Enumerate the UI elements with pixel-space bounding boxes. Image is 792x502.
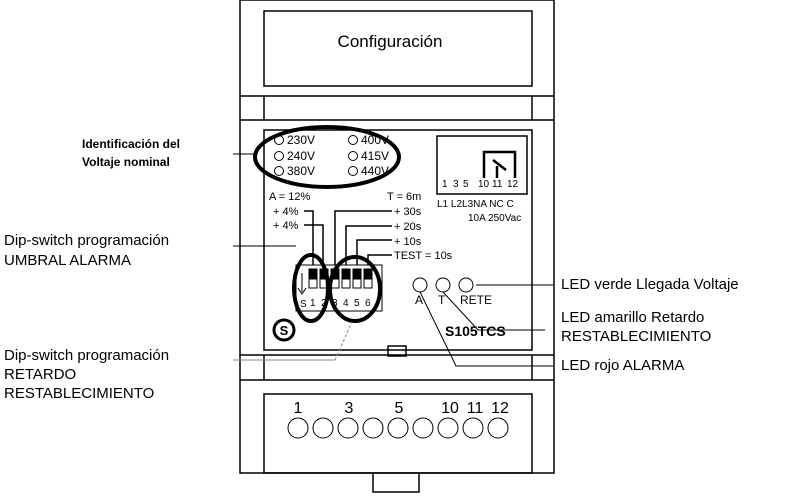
led-green-annotation: LED verde Llegada Voltaje xyxy=(561,276,739,293)
alarm-step-label: + 4% xyxy=(273,220,299,232)
delay-dip-highlight xyxy=(328,255,382,323)
config-title: Configuración xyxy=(338,32,443,51)
voltage-label: 380V xyxy=(287,164,315,178)
relay-pin: 12 xyxy=(507,179,519,190)
terminal-number: 11 xyxy=(467,400,484,417)
relay-pin: 1 xyxy=(442,179,448,190)
time-step-label: + 10s xyxy=(394,236,422,248)
logo-letter: S xyxy=(280,323,289,338)
dip-number: 3 xyxy=(332,298,338,309)
relay-pin: 11 xyxy=(492,179,503,190)
time-step-label: + 30s xyxy=(394,206,422,218)
led-green-voltage xyxy=(458,277,474,293)
dip-number: 1 xyxy=(310,298,316,309)
terminal-number: 3 xyxy=(345,400,354,417)
led-yellow-annotation: LED amarillo Retardo xyxy=(561,309,704,326)
dip-number: 6 xyxy=(365,298,371,309)
voltage-led-icon xyxy=(274,166,284,176)
dip-delay-annotation: RESTABLECIMIENTO xyxy=(4,385,154,402)
terminal-screws xyxy=(287,417,509,439)
voltage-id-annotation: Identificación del xyxy=(82,137,180,151)
terminal-number: 10 xyxy=(441,400,459,417)
led-red-alarm xyxy=(412,277,428,293)
led-label: T xyxy=(438,293,446,307)
relay-terminal-labels: L1 L2L3NA NC C xyxy=(437,199,514,210)
relay-pin: 10 xyxy=(478,179,490,190)
time-test-label: TEST = 10s xyxy=(394,250,453,262)
led-red-annotation: LED rojo ALARMA xyxy=(561,357,684,374)
led-yellow-delay xyxy=(435,277,451,293)
led-label: A xyxy=(415,293,423,307)
time-step-label: + 20s xyxy=(394,221,422,233)
voltage-led-icon xyxy=(348,166,358,176)
brand-logo-icon xyxy=(272,318,296,342)
voltage-led-icon xyxy=(348,151,358,161)
led-label: RETE xyxy=(460,293,492,307)
voltage-label: 440V xyxy=(361,164,389,178)
time-base-label: T = 6m xyxy=(387,191,421,203)
dip-alarm-annotation: UMBRAL ALARMA xyxy=(4,252,131,269)
arrow-down-icon xyxy=(297,273,307,295)
terminal-number: 5 xyxy=(395,400,404,417)
dip-delay-annotation: RETARDO xyxy=(4,366,76,383)
relay-pin: 5 xyxy=(463,179,469,190)
terminal-number: 12 xyxy=(491,400,509,417)
voltage-label: 230V xyxy=(287,133,315,147)
dip-delay-annotation: Dip-switch programación xyxy=(4,347,169,364)
alarm-step-label: + 4% xyxy=(273,206,299,218)
callout-lines xyxy=(233,153,553,367)
voltage-led-icon xyxy=(274,135,284,145)
dip-number: 5 xyxy=(354,298,360,309)
relay-pin: 3 xyxy=(453,179,459,190)
relay-rating: 10A 250Vac xyxy=(468,213,521,224)
voltage-label: 240V xyxy=(287,149,315,163)
terminal-block xyxy=(263,393,533,474)
din-clip xyxy=(372,473,420,493)
alarm-dip-highlight xyxy=(292,253,330,323)
voltage-highlight-ellipse xyxy=(253,125,401,189)
model-name: S105TCS xyxy=(445,323,506,339)
voltage-id-annotation: Voltaje nominal xyxy=(82,155,170,169)
voltage-label: 400V xyxy=(361,133,389,147)
front-panel xyxy=(263,129,533,351)
dip-number: 4 xyxy=(343,298,349,309)
voltage-led-icon xyxy=(274,151,284,161)
terminal-number: 1 xyxy=(294,400,303,417)
voltage-led-icon xyxy=(348,135,358,145)
led-yellow-annotation: RESTABLECIMIENTO xyxy=(561,328,711,345)
dip-mark: S xyxy=(300,299,307,310)
dip-alarm-annotation: Dip-switch programación xyxy=(4,232,169,249)
top-label-window xyxy=(263,10,533,87)
alarm-base-label: A = 12% xyxy=(269,191,311,203)
relay-symbol xyxy=(436,135,528,195)
voltage-label: 415V xyxy=(361,149,389,163)
